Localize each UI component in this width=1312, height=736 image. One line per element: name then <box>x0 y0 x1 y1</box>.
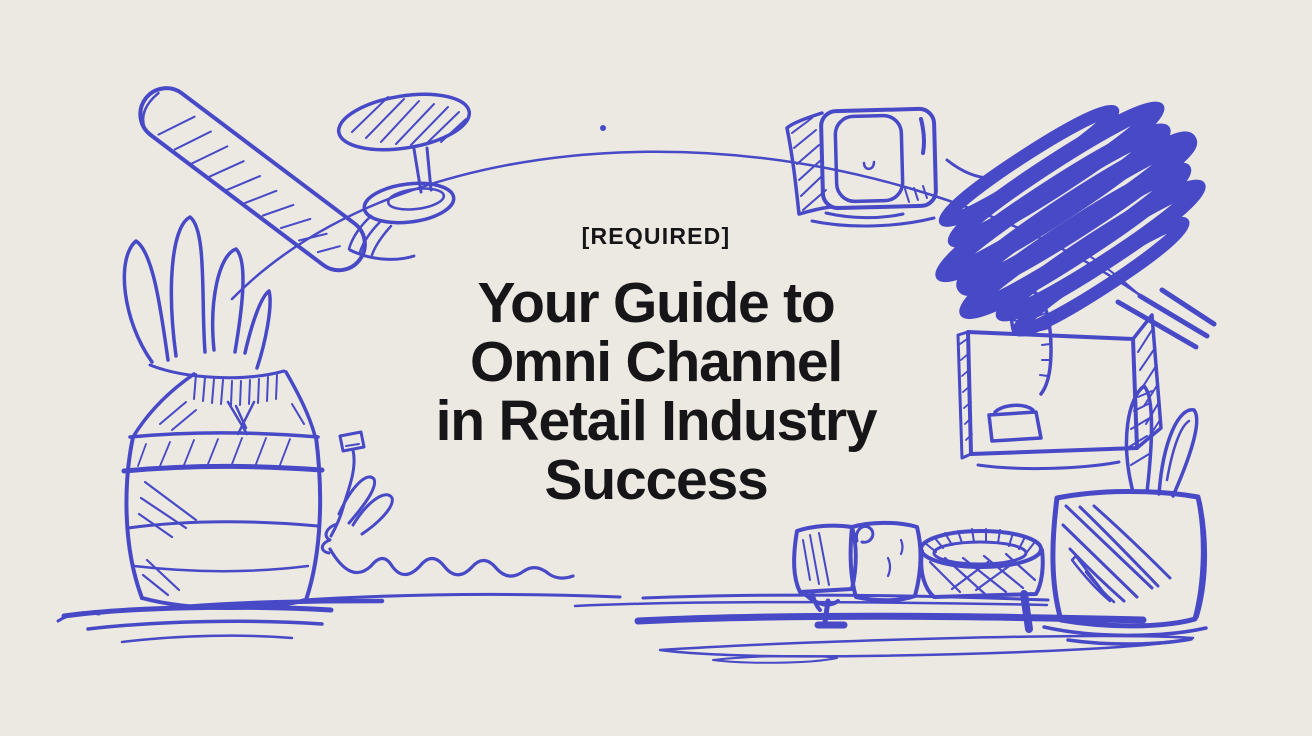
potted-plant-sketch <box>56 215 334 644</box>
ink-scribble-blob <box>934 100 1217 350</box>
ground-lines-sketch <box>169 590 1195 664</box>
banner-text: [REQUIRED] Your Guide to Omni Channel in… <box>176 222 1136 510</box>
page-title: Your Guide to Omni Channel in Retail Ind… <box>176 274 1136 510</box>
pedestal-table-sketch <box>336 92 472 261</box>
shelf-items-sketch <box>641 520 1050 629</box>
title-line-3: in Retail Industry <box>435 389 878 453</box>
rolled-cylinder-sketch <box>138 86 367 273</box>
required-badge: [REQUIRED] <box>581 223 731 249</box>
shopping-bag-sketch <box>956 289 1163 471</box>
title-line-1: Your Guide to <box>477 271 836 335</box>
title-line-4: Success <box>544 448 769 512</box>
dot-accent <box>600 125 606 131</box>
title-line-2: Omni Channel <box>470 330 843 394</box>
tv-monitor-sketch <box>785 106 938 228</box>
leaf-basket-sketch <box>1042 384 1208 646</box>
sprout-squiggle-sketch <box>320 430 575 580</box>
